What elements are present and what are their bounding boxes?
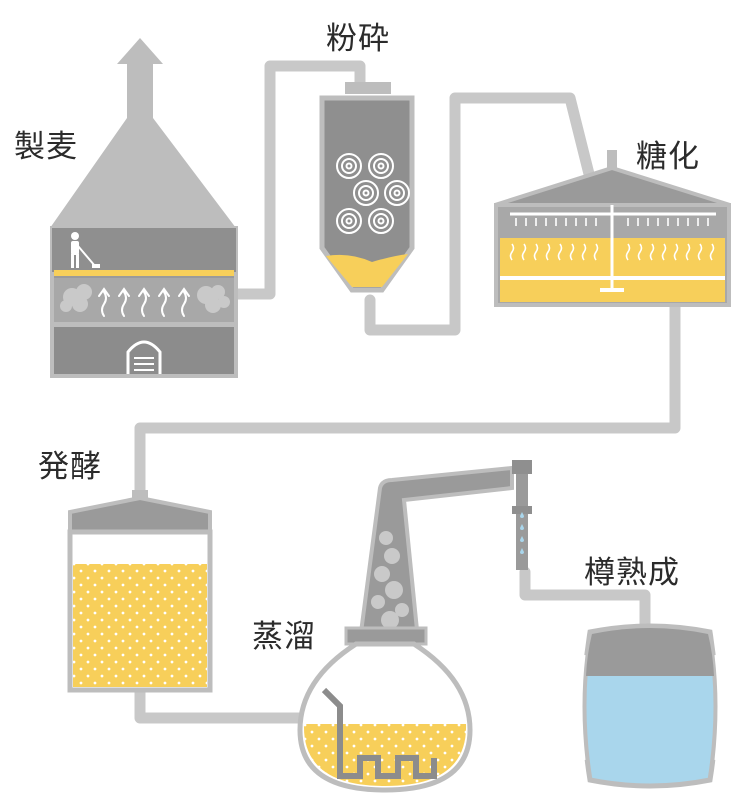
pipe-malting-to-milling <box>232 60 366 300</box>
roller-1 <box>336 153 362 179</box>
kiln-divider <box>52 322 236 327</box>
cask <box>579 623 721 789</box>
milling-hopper <box>319 82 415 293</box>
still-lyne-arm <box>357 465 514 642</box>
vapor-clouds <box>371 531 409 629</box>
roller-2 <box>368 153 394 179</box>
worker-icon <box>71 232 100 268</box>
roller-5 <box>336 208 362 234</box>
pot-still <box>297 460 532 793</box>
pipe-condenser-to-maturation <box>519 566 651 634</box>
furnace-door <box>126 340 162 374</box>
washback-wash <box>73 564 207 687</box>
mash-tun <box>494 150 731 307</box>
mash-tun-vent <box>607 150 617 172</box>
wort-drops <box>511 284 717 292</box>
sparge-drops <box>509 218 715 261</box>
label-mashing: 糖化 <box>636 139 700 175</box>
hopper-cap <box>345 82 391 94</box>
still-heating-coil <box>321 687 437 779</box>
heat-arrow-icons <box>98 287 190 317</box>
label-milling: 粉砕 <box>326 21 390 57</box>
hopper-body <box>319 95 415 293</box>
washback-foam <box>73 535 207 560</box>
label-distillation: 蒸溜 <box>252 619 316 655</box>
sparge-arm <box>510 205 716 292</box>
roller-6 <box>368 208 394 234</box>
malting-kiln <box>50 38 238 378</box>
cask-hoop-right <box>714 654 721 761</box>
kiln-furnace-room <box>54 327 234 374</box>
still-pot-liquid <box>303 724 467 786</box>
kiln-malt-floor <box>52 228 236 272</box>
hopper-malt <box>326 254 408 287</box>
washback-lid <box>68 495 212 534</box>
roller-mill-icons <box>336 153 410 234</box>
pipe-fermentation-to-distillation <box>134 684 306 724</box>
pipe-mashing-to-fermentation <box>134 299 681 501</box>
label-fermentation: 発酵 <box>38 449 102 485</box>
label-maturation: 樽熟成 <box>584 555 680 591</box>
cask-hoop-left <box>579 654 586 761</box>
label-malting: 製麦 <box>14 129 78 165</box>
washback-vent <box>132 490 148 500</box>
condenser <box>512 460 532 570</box>
kiln-malt-layer <box>54 270 234 276</box>
pipes <box>134 60 681 724</box>
washback <box>67 490 213 693</box>
kiln-roof <box>50 96 236 228</box>
smoke-cloud-icon-right <box>197 285 230 313</box>
smoke-cloud-icon-left <box>60 284 92 312</box>
kiln-chimney-arrow <box>117 38 163 96</box>
roller-3 <box>353 180 379 206</box>
pipe-milling-to-mashing <box>364 92 596 336</box>
roller-4 <box>384 180 410 206</box>
cask-headspace <box>586 628 714 676</box>
